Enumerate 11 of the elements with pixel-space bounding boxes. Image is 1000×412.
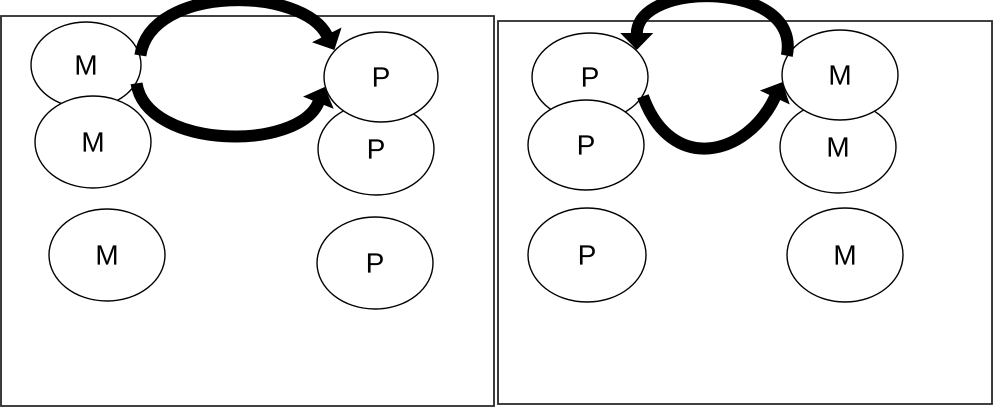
ellipse-node: M	[786, 207, 904, 303]
ellipse-node: M	[781, 29, 899, 121]
ellipse-node: P	[527, 207, 647, 303]
ellipse-node: M	[30, 21, 142, 109]
ellipse-node: P	[527, 99, 645, 191]
ellipse-node: M	[48, 208, 166, 302]
ellipse-node: M	[34, 95, 152, 189]
ellipse-node: P	[316, 216, 434, 310]
ellipse-node: P	[323, 31, 439, 123]
frame-box	[0, 15, 495, 407]
frame-box	[497, 20, 993, 405]
